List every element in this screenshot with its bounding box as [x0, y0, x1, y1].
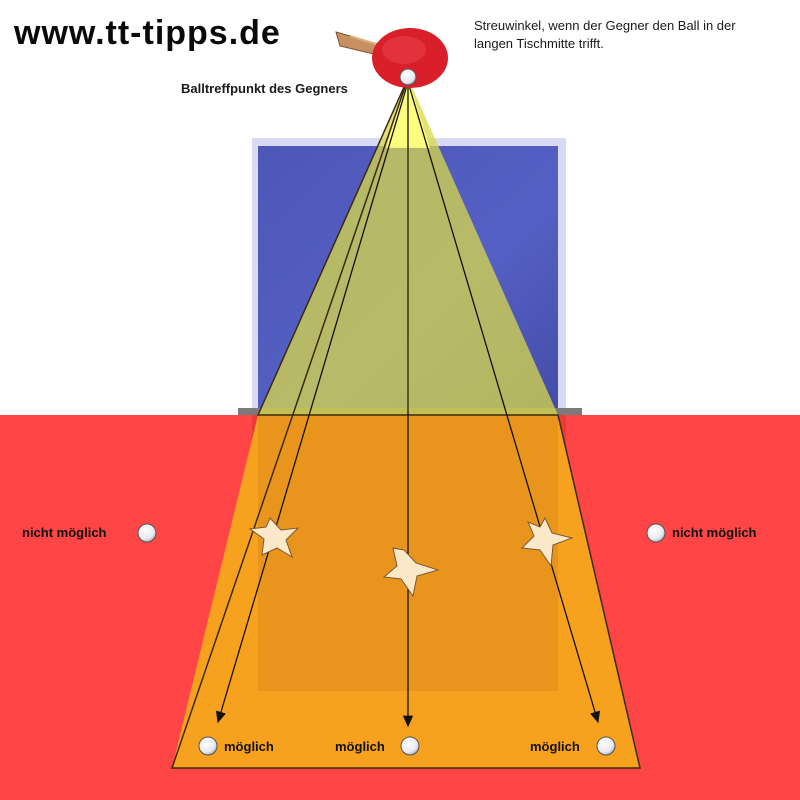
ball-possible-center	[400, 736, 420, 756]
impact-ball	[399, 68, 417, 86]
caption: Streuwinkel, wenn der Gegner den Ball in…	[474, 18, 736, 51]
scatter-cone	[172, 415, 640, 768]
label-not-possible-right: nicht möglich	[672, 525, 757, 540]
bounce-star-center	[382, 547, 440, 598]
trajectory-right	[407, 81, 601, 724]
label-possible-left: möglich	[224, 739, 274, 754]
label-not-possible-left: nicht möglich	[22, 525, 107, 540]
ball-not-possible-right	[646, 523, 666, 543]
label-possible-center: möglich	[335, 739, 385, 754]
ball-possible-left	[198, 736, 218, 756]
impact-label: Balltreffpunkt des Gegners	[181, 81, 348, 96]
bounce-star-right	[520, 516, 574, 568]
site-title: www.tt-tipps.de	[14, 14, 281, 52]
ball-not-possible-left	[137, 523, 157, 543]
ball-possible-right	[596, 736, 616, 756]
trajectory-left	[215, 81, 409, 724]
cone-outline	[170, 77, 641, 769]
bounce-star-left	[248, 517, 300, 559]
racket	[335, 28, 448, 88]
label-possible-right: möglich	[530, 739, 580, 754]
